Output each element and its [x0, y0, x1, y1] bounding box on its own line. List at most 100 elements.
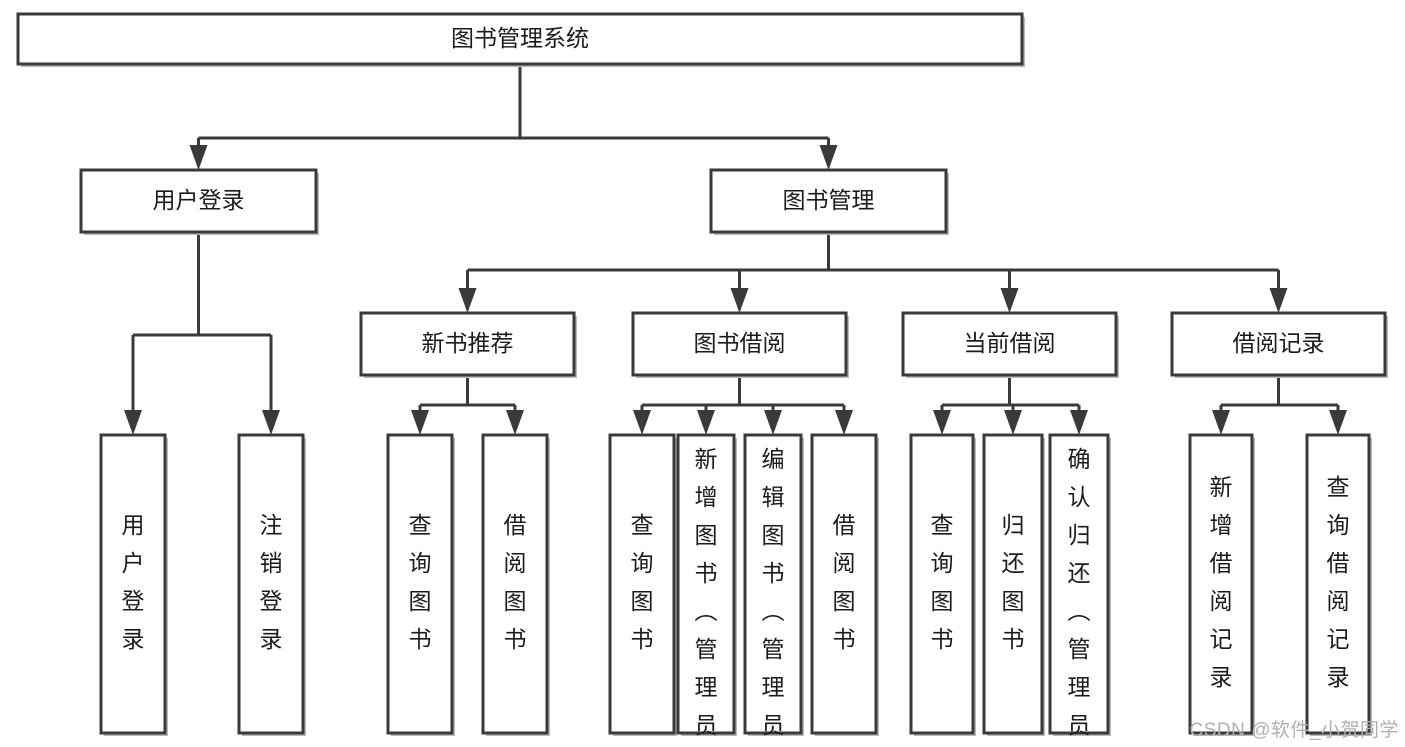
svg-text:图: 图 [762, 522, 785, 548]
node-current-borrow[interactable]: 当前借阅 [901, 311, 1119, 378]
svg-text:录: 录 [122, 626, 145, 652]
new-book-recommend-to-recommend-borrow-book-arrowhead [506, 410, 524, 435]
svg-text:图: 图 [695, 522, 718, 548]
current-borrow-to-current-query-book-arrowhead [933, 410, 951, 435]
svg-text:理: 理 [762, 674, 785, 700]
svg-text:登: 登 [260, 588, 283, 614]
node-borrow-record[interactable]: 借阅记录 [1170, 311, 1388, 378]
user-login-to-user-login-do-arrowhead [124, 410, 142, 435]
book-borrow-to-borrow-add-book-arrowhead [697, 410, 715, 435]
node-label-user-login-do: 用户登录 [122, 512, 145, 652]
svg-text:图: 图 [409, 588, 432, 614]
svg-text:询: 询 [409, 550, 432, 576]
csdn-watermark: CSDN @软件_小贺同学 [1189, 720, 1399, 741]
book-manage-to-borrow-record-arrowhead [1269, 288, 1288, 313]
node-new-book-recommend[interactable]: 新书推荐 [359, 311, 577, 378]
node-label-current-borrow: 当前借阅 [964, 330, 1056, 356]
book-borrow-to-borrow-query-book-arrowhead [633, 410, 651, 435]
svg-text:图: 图 [1002, 588, 1025, 614]
new-book-recommend-to-recommend-query-book-arrowhead [411, 410, 429, 435]
svg-text:查: 查 [631, 512, 654, 538]
svg-text:阅: 阅 [1210, 588, 1233, 614]
svg-text:编: 编 [762, 446, 785, 472]
svg-text:管: 管 [762, 636, 785, 662]
node-layer: 图书管理系统用户登录用户登录注销登录图书管理新书推荐查询图书借阅图书图书借阅查询… [16, 12, 1388, 747]
node-label-root: 图书管理系统 [451, 25, 589, 51]
svg-text:录: 录 [260, 626, 283, 652]
svg-text:阅: 阅 [1327, 588, 1350, 614]
node-label-new-book-recommend: 新书推荐 [422, 330, 514, 356]
svg-text:︵: ︵ [1068, 598, 1091, 624]
svg-text:还: 还 [1002, 550, 1025, 576]
node-book-manage[interactable]: 图书管理 [709, 168, 949, 235]
svg-text:录: 录 [1327, 664, 1350, 690]
root-to-user-login-arrowhead [189, 145, 208, 170]
svg-text:归: 归 [1068, 522, 1091, 548]
svg-text:管: 管 [695, 636, 718, 662]
node-label-book-borrow: 图书借阅 [694, 330, 786, 356]
node-book-borrow[interactable]: 图书借阅 [631, 311, 849, 378]
svg-text:图: 图 [931, 588, 954, 614]
book-manage-to-new-book-recommend-arrowhead [458, 288, 477, 313]
node-root[interactable]: 图书管理系统 [16, 12, 1025, 67]
svg-text:记: 记 [1327, 626, 1350, 652]
svg-text:书: 书 [409, 626, 432, 652]
svg-text:员: 员 [762, 712, 785, 738]
svg-text:查: 查 [1327, 474, 1350, 500]
current-borrow-to-current-confirm-return-arrowhead [1070, 410, 1088, 435]
svg-text:新: 新 [695, 446, 718, 472]
svg-text:用: 用 [122, 512, 145, 538]
svg-text:户: 户 [122, 550, 145, 576]
root-to-book-manage-arrowhead [819, 145, 838, 170]
svg-text:书: 书 [504, 626, 527, 652]
node-user-login-do[interactable]: 用户登录 [99, 433, 168, 736]
svg-text:归: 归 [1002, 512, 1025, 538]
svg-text:记: 记 [1210, 626, 1233, 652]
svg-text:︵: ︵ [762, 598, 785, 624]
svg-text:销: 销 [260, 550, 283, 576]
svg-text:书: 书 [1002, 626, 1025, 652]
svg-text:阅: 阅 [833, 550, 856, 576]
svg-text:认: 认 [1068, 484, 1091, 510]
svg-text:理: 理 [695, 674, 718, 700]
book-manage-to-current-borrow-arrowhead [1000, 288, 1019, 313]
connector-layer [124, 64, 1347, 435]
borrow-record-to-record-add-arrowhead [1212, 410, 1230, 435]
svg-text:图: 图 [833, 588, 856, 614]
svg-text:书: 书 [631, 626, 654, 652]
svg-text:借: 借 [1210, 550, 1233, 576]
node-label-book-manage: 图书管理 [783, 187, 875, 213]
svg-text:增: 增 [695, 484, 718, 510]
svg-text:查: 查 [931, 512, 954, 538]
node-user-login[interactable]: 用户登录 [79, 168, 319, 235]
svg-text:录: 录 [1210, 664, 1233, 690]
book-borrow-to-borrow-borrow-book-arrowhead [835, 410, 853, 435]
node-label-user-login: 用户登录 [153, 187, 245, 213]
svg-text:询: 询 [931, 550, 954, 576]
svg-text:登: 登 [122, 588, 145, 614]
book-borrow-to-borrow-edit-book-arrowhead [764, 410, 782, 435]
svg-text:增: 增 [1210, 512, 1233, 538]
